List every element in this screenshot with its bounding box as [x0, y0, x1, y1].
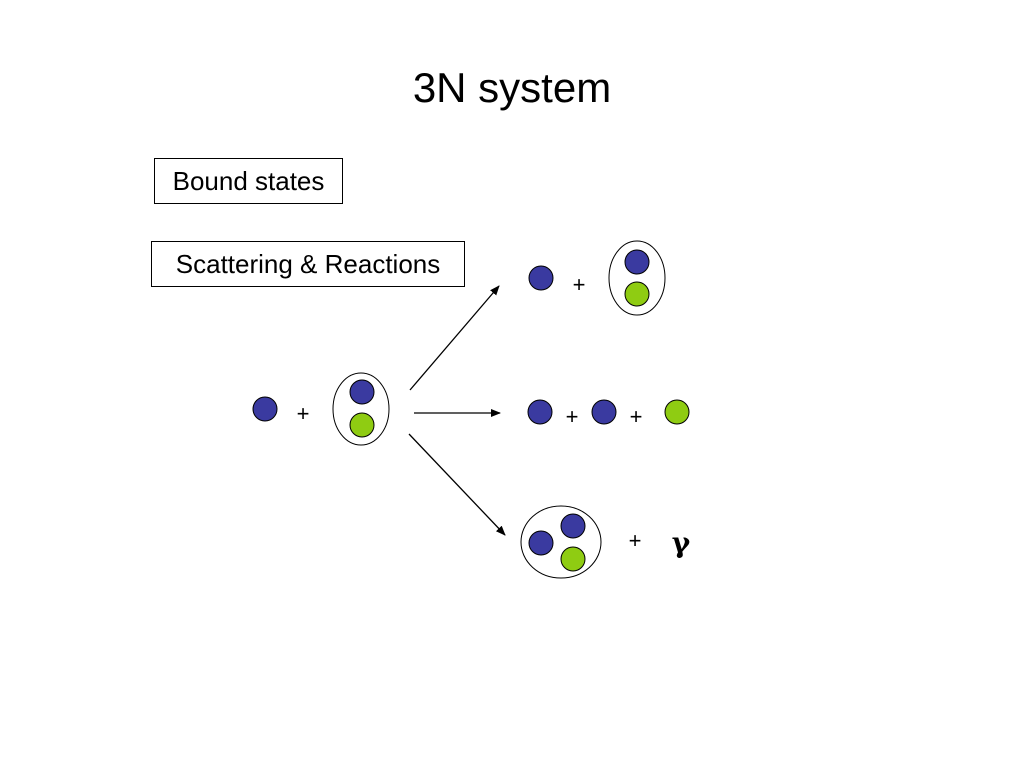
arrow-capture [408, 433, 506, 536]
initial-plus: + [297, 401, 310, 426]
breakup-channel: + + [527, 399, 690, 429]
scattering-reactions-box: Scattering & Reactions [151, 241, 465, 287]
initial-deuteron-cluster [332, 372, 390, 446]
triton-nucleon-1 [560, 513, 586, 539]
elastic-nucleon [528, 265, 554, 291]
bound-states-label: Bound states [172, 166, 325, 196]
breakup-nucleon-1 [527, 399, 553, 425]
capture-plus: + [629, 528, 642, 553]
breakup-nucleon-2 [591, 399, 617, 425]
slide-title: 3N system [412, 64, 612, 111]
breakup-plus-1: + [566, 404, 579, 429]
initial-state: + [252, 372, 390, 446]
scattering-reactions-label: Scattering & Reactions [175, 249, 441, 279]
triton-nucleon-2 [528, 530, 554, 556]
elastic-plus: + [573, 272, 586, 297]
elastic-channel: + [528, 240, 666, 316]
bound-states-box: Bound states [154, 158, 343, 204]
elastic-deuteron-neutron [624, 281, 650, 307]
breakup-nucleon-3 [664, 399, 690, 425]
capture-channel: + γ [520, 505, 691, 579]
gamma-symbol: γ [672, 526, 691, 559]
elastic-deuteron-proton [624, 249, 650, 275]
initial-deuteron-neutron [349, 412, 375, 438]
triton-nucleon-3 [560, 546, 586, 572]
elastic-deuteron-cluster [608, 240, 666, 316]
breakup-plus-2: + [630, 404, 643, 429]
arrow-elastic [409, 285, 500, 391]
initial-nucleon [252, 396, 278, 422]
initial-deuteron-proton [349, 379, 375, 405]
